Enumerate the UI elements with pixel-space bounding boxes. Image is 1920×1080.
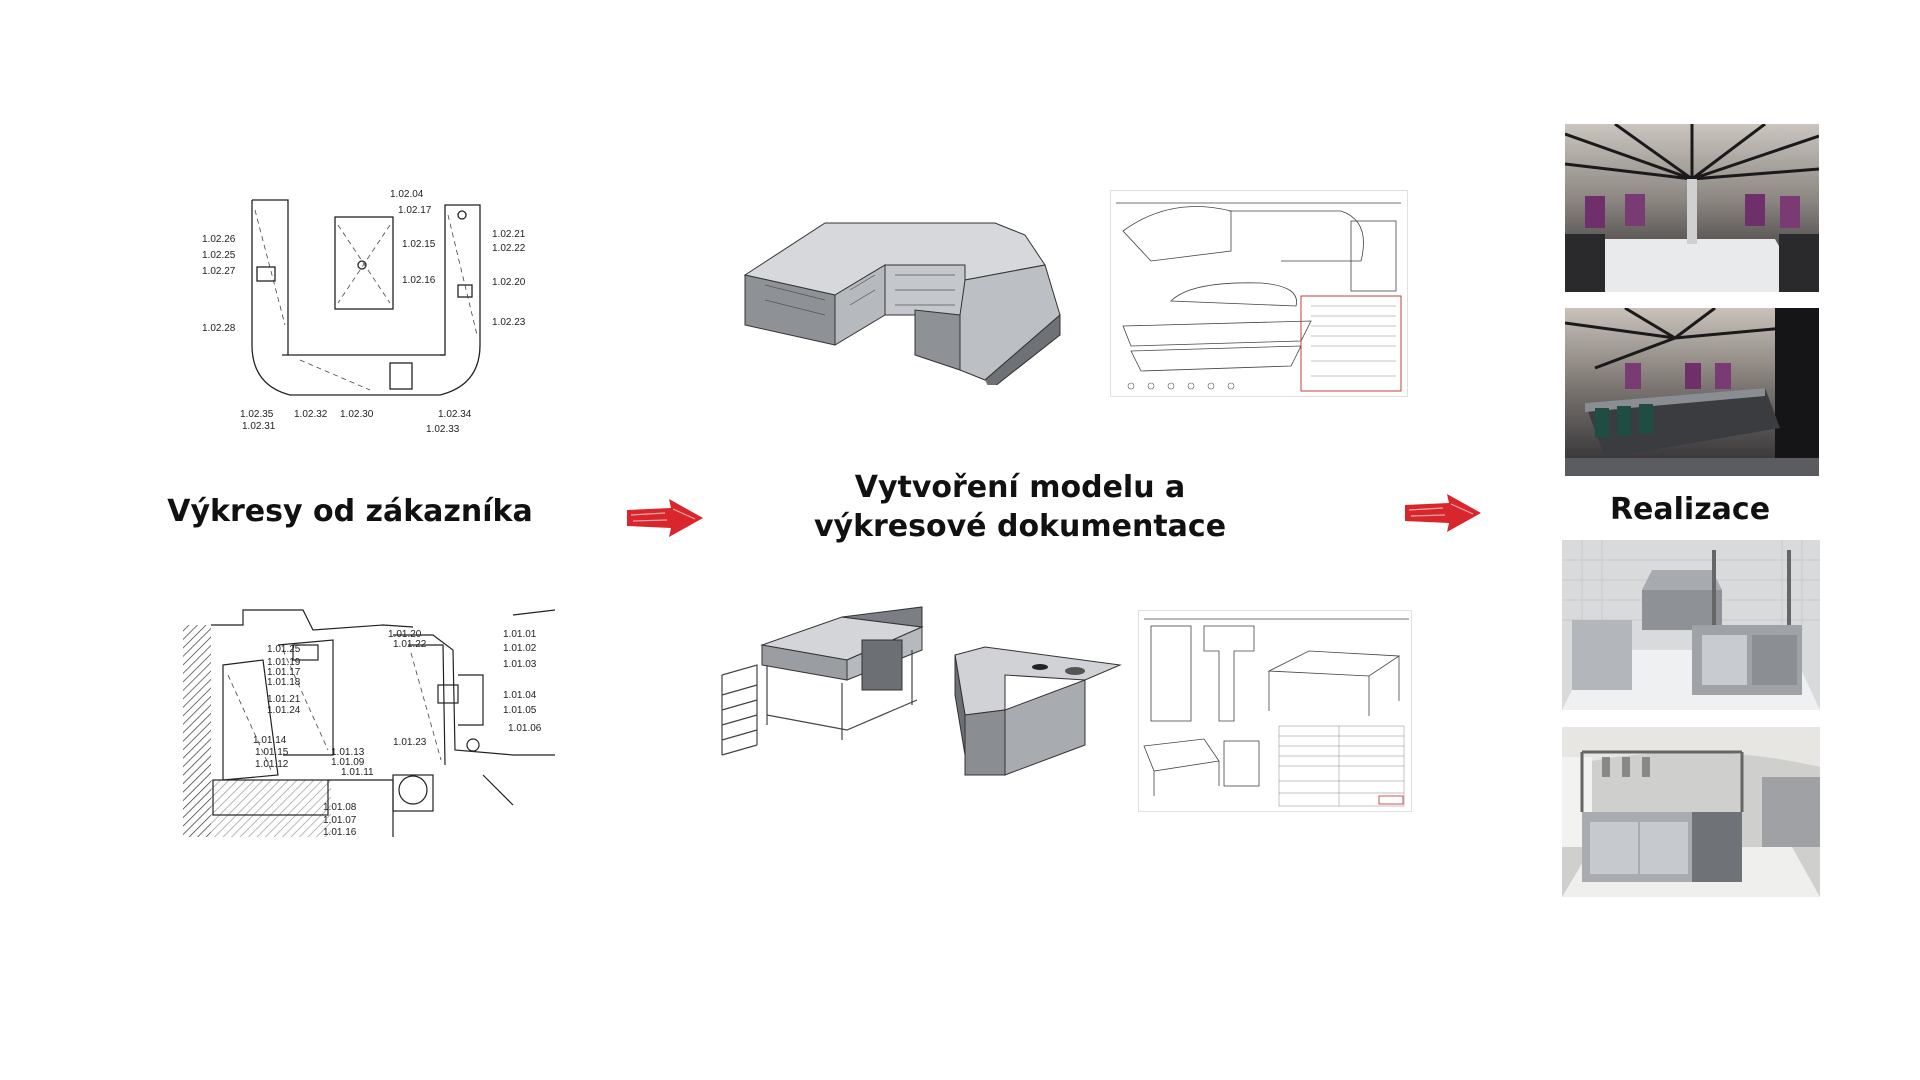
realization-heading: Realizace [1609,492,1771,527]
plan-label: 1.01.15 [255,747,289,758]
plan-label: 1.01.17 [267,667,301,678]
plan-label: 1.01.06 [508,723,542,734]
plan-label: 1.01.11 [341,767,374,778]
customer-drawings-heading: Výkresy od zákazníka [167,494,533,529]
3d-model-l-counter [945,635,1125,785]
plan-label: 1.01.21 [267,694,301,705]
model-heading-line-1: Vytvoření modelu a [854,470,1186,505]
plan-label: 1.02.16 [402,275,436,286]
plan-label: 1.01.23 [393,737,427,748]
plan-label: 1.01.20 [388,629,422,640]
realization-photo-4 [1562,727,1820,897]
plan-label: 1.02.27 [202,266,236,277]
plan-label: 1.02.23 [492,317,526,328]
model-heading-line-2: výkresové dokumentace [813,509,1227,544]
plan-label: 1.01.18 [267,677,301,688]
floor-plan-top: 1.02.04 1.02.17 1.02.26 1.02.25 1.02.27 1.02.… [190,185,550,435]
plan-label: 1.01.14 [253,735,287,746]
plan-label: 1.01.07 [323,815,357,826]
plan-label: 1.01.04 [503,690,537,701]
right-arrow-icon [1403,492,1483,534]
plan-label: 1.02.31 [242,421,276,432]
model-heading: Vytvoření modelu a výkresové dokumentace [790,468,1250,546]
plan-label: 1.01.12 [255,759,289,770]
3d-model-sink-rack [712,605,927,760]
plan-label: 1.02.28 [202,323,236,334]
plan-label: 1.02.26 [202,234,236,245]
plan-label: 1.02.15 [402,239,436,250]
plan-label: 1.02.33 [426,424,460,435]
plan-label: 1.01.22 [393,639,427,650]
plan-label: 1.02.34 [438,409,472,420]
technical-drawing-sheet-2 [1138,610,1412,812]
plan-label: 1.01.05 [503,705,537,716]
3d-model-u-counter [735,205,1065,385]
plan-label: 1.01.16 [323,827,357,837]
plan-label: 1.02.35 [240,409,274,420]
plan-label: 1.01.08 [323,802,357,813]
plan-label: 1.01.24 [267,705,301,716]
plan-label: 1.02.30 [340,409,374,420]
plan-label: 1.02.32 [294,409,328,420]
realization-photo-1 [1565,124,1819,292]
plan-label: 1.01.01 [503,629,537,640]
plan-label: 1.01.02 [503,643,537,654]
plan-label: 1.01.25 [267,644,301,655]
plan-label: 1.02.22 [492,243,526,254]
realization-photo-3 [1562,540,1820,710]
plan-label: 1.02.04 [390,189,424,200]
plan-label: 1.01.19 [267,657,301,668]
plan-label: 1.02.17 [398,205,432,216]
plan-label: 1.01.13 [331,747,365,758]
realization-photo-2 [1565,308,1819,476]
plan-label: 1.02.25 [202,250,236,261]
technical-drawing-sheet-1 [1110,190,1408,397]
plan-label: 1.02.21 [492,229,526,240]
plan-label: 1.01.03 [503,659,537,670]
plan-label: 1.02.20 [492,277,526,288]
right-arrow-icon [625,497,705,539]
plan-label: 1.01.09 [331,757,365,768]
